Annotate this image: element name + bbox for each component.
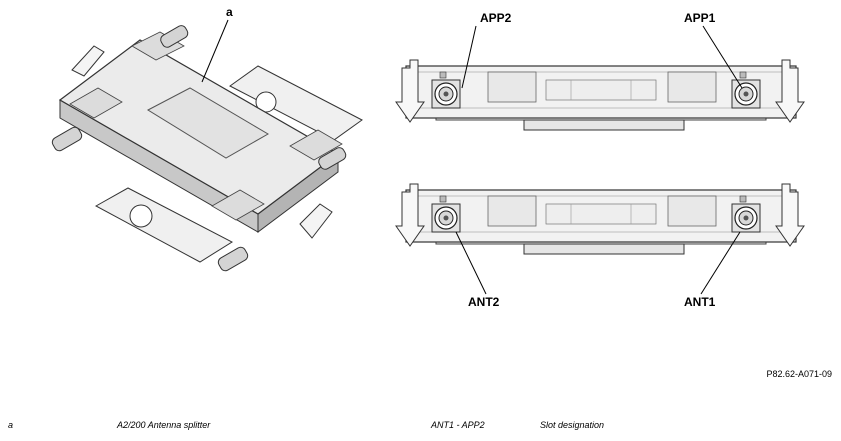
callout-app2: APP2 — [480, 11, 512, 25]
callout-a: a — [226, 5, 233, 19]
side-view-ant — [395, 183, 805, 255]
legend-key-1: a — [8, 420, 14, 430]
leader-app2 — [461, 25, 477, 89]
leader-ant2 — [455, 231, 487, 295]
figure-reference: P82.62-A071-09 — [766, 369, 832, 379]
leader-app1 — [702, 25, 743, 89]
callout-app1: APP1 — [684, 11, 716, 25]
legend-key-2: ANT1 - APP2 — [431, 420, 485, 430]
legend-text-2: Slot designation — [540, 420, 605, 430]
callout-ant2: ANT2 — [468, 295, 500, 309]
isometric-view — [51, 19, 363, 272]
legend-text-1: A2/200 Antenna splitter — [117, 420, 211, 430]
leader-ant1 — [700, 231, 741, 295]
callout-ant1: ANT1 — [684, 295, 716, 309]
side-view-app — [395, 59, 805, 131]
